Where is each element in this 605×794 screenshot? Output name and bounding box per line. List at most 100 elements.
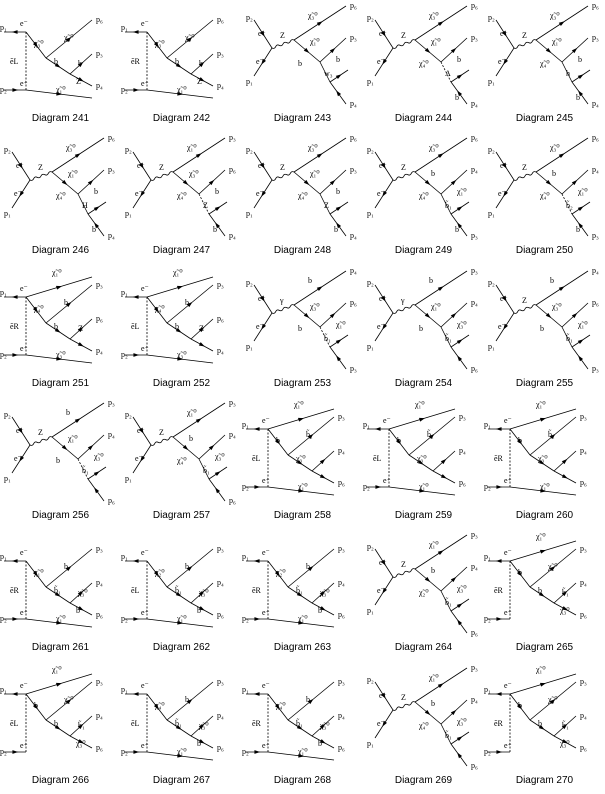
diagram-caption: Diagram 267 bbox=[152, 774, 211, 786]
incoming-lepton-1-arrow bbox=[502, 163, 507, 170]
particle-label: χ̃₂⁰ bbox=[547, 562, 558, 571]
outgoing-line-1-arrow bbox=[549, 566, 556, 572]
incoming-lepton-1-arrow bbox=[495, 559, 502, 564]
particle-label: χ̃₁⁰ bbox=[176, 85, 187, 94]
particle-label: χ̃₄⁰ bbox=[275, 701, 286, 710]
particle-label: b bbox=[185, 695, 189, 704]
incoming-lepton-2-arrow bbox=[496, 485, 503, 489]
lower-outgoing-line-arrow bbox=[177, 91, 184, 96]
internal-line-2-arrow bbox=[54, 62, 61, 68]
particle-label: χ̃₃⁰ bbox=[456, 320, 467, 329]
momentum-label: p₆ bbox=[96, 610, 103, 619]
momentum-label: p₂ bbox=[0, 85, 7, 94]
momentum-label: p₁ bbox=[242, 552, 249, 561]
momentum-label: p₄ bbox=[592, 99, 599, 108]
momentum-label: p₆ bbox=[350, 133, 357, 142]
mediator-label: Z bbox=[280, 163, 285, 172]
outgoing-line-1-arrow bbox=[307, 433, 314, 440]
outgoing-line-2-arrow bbox=[319, 591, 326, 597]
internal-line-2 bbox=[440, 194, 452, 215]
momentum-label: p₁ bbox=[488, 342, 495, 351]
particle-label: b̃₁ bbox=[296, 718, 303, 728]
particle-label: e⁺ bbox=[258, 294, 266, 303]
momentum-label: p₆ bbox=[471, 628, 478, 637]
particle-label: χ̃₁⁰ bbox=[335, 320, 346, 329]
outgoing-line-1-arrow bbox=[65, 36, 72, 43]
incoming-lepton-2-arrow bbox=[496, 617, 503, 622]
outgoing-line-1-arrow bbox=[428, 433, 435, 440]
incoming-lepton-2-arrow bbox=[19, 455, 24, 462]
particle-label: e⁻ bbox=[498, 189, 506, 198]
outgoing-line-4-arrow bbox=[335, 206, 342, 212]
outgoing-line-2-arrow bbox=[329, 312, 336, 318]
momentum-label: p₆ bbox=[471, 133, 478, 142]
particle-label: Z bbox=[203, 201, 208, 210]
incoming-lepton-1-arrow bbox=[260, 30, 265, 37]
incoming-lepton-1-arrow bbox=[381, 295, 386, 302]
particle-label: ẽR bbox=[252, 719, 262, 728]
momentum-label: p₁ bbox=[367, 342, 374, 351]
momentum-label: p₃ bbox=[350, 33, 357, 42]
momentum-label: p₁ bbox=[0, 23, 7, 32]
internal-line-arrow bbox=[32, 41, 38, 48]
particle-label: χ̃₃⁰ bbox=[55, 350, 66, 359]
incoming-lepton-1-arrow bbox=[11, 294, 18, 299]
particle-label: b̃₁ bbox=[548, 429, 555, 439]
momentum-label: p₁ bbox=[121, 552, 128, 561]
particle-label: χ̃₁⁰ bbox=[51, 268, 62, 277]
particle-label: e⁻ bbox=[135, 189, 143, 198]
momentum-label: p₃ bbox=[471, 231, 478, 240]
particle-label: χ̃₁⁰ bbox=[430, 37, 441, 46]
momentum-label: p₁ bbox=[4, 474, 11, 483]
momentum-label: p₁ bbox=[0, 288, 7, 297]
outgoing-line-3-arrow bbox=[77, 606, 84, 611]
particle-label: e⁻ bbox=[20, 19, 28, 28]
particle-label: χ̃₁⁰ bbox=[186, 143, 197, 152]
momentum-label: p₁ bbox=[484, 552, 491, 561]
particle-label: e⁺ bbox=[20, 344, 28, 353]
particle-label: χ̃₄⁰ bbox=[154, 304, 165, 313]
particle-label: b̃₁ bbox=[54, 585, 61, 595]
internal-line-2-arrow bbox=[175, 327, 182, 333]
outgoing-line-1-arrow bbox=[195, 418, 202, 423]
particle-label: b bbox=[185, 298, 189, 307]
particle-label: χ̃₁⁰ bbox=[33, 568, 44, 577]
incoming-lepton-2-arrow bbox=[254, 617, 261, 622]
particle-label: e⁻ bbox=[377, 719, 385, 728]
outgoing-line-2-arrow bbox=[87, 444, 94, 451]
momentum-label: p₃ bbox=[229, 398, 236, 407]
momentum-label: p₄ bbox=[217, 81, 224, 90]
particle-label: e⁻ bbox=[20, 284, 28, 293]
momentum-label: p₂ bbox=[488, 145, 495, 154]
particle-label: e⁺ bbox=[504, 476, 512, 485]
incoming-lepton-1-arrow bbox=[260, 295, 265, 302]
particle-label: ẽR bbox=[494, 719, 504, 728]
outgoing-line-2-arrow bbox=[77, 723, 84, 729]
momentum-label: p₁ bbox=[367, 606, 374, 615]
momentum-label: p₆ bbox=[338, 610, 345, 619]
particle-label: χ̃₁⁰ bbox=[430, 302, 441, 311]
outgoing-line-4-arrow bbox=[577, 338, 584, 344]
momentum-label: p₁ bbox=[121, 685, 128, 694]
internal-line-2-arrow bbox=[296, 592, 303, 598]
incoming-lepton-2-arrow bbox=[382, 191, 387, 198]
particle-label: χ̃₃⁰ bbox=[77, 588, 88, 597]
particle-label: ẽL bbox=[252, 454, 261, 463]
momentum-label: p₆ bbox=[217, 15, 224, 24]
outgoing-line-3-arrow bbox=[198, 738, 205, 744]
incoming-lepton-2-arrow bbox=[254, 749, 261, 754]
internal-line-arrow bbox=[274, 438, 280, 445]
momentum-label: p₄ bbox=[338, 446, 345, 455]
particle-label: χ̃₁⁰ bbox=[186, 408, 197, 417]
momentum-label: p₄ bbox=[471, 562, 478, 571]
incoming-lepton-1-arrow bbox=[260, 163, 265, 170]
outgoing-line-3-arrow bbox=[336, 222, 342, 229]
internal-line-arrow bbox=[274, 571, 280, 577]
particle-label: χ̃₁⁰ bbox=[67, 169, 78, 178]
momentum-label: p₂ bbox=[367, 278, 374, 287]
